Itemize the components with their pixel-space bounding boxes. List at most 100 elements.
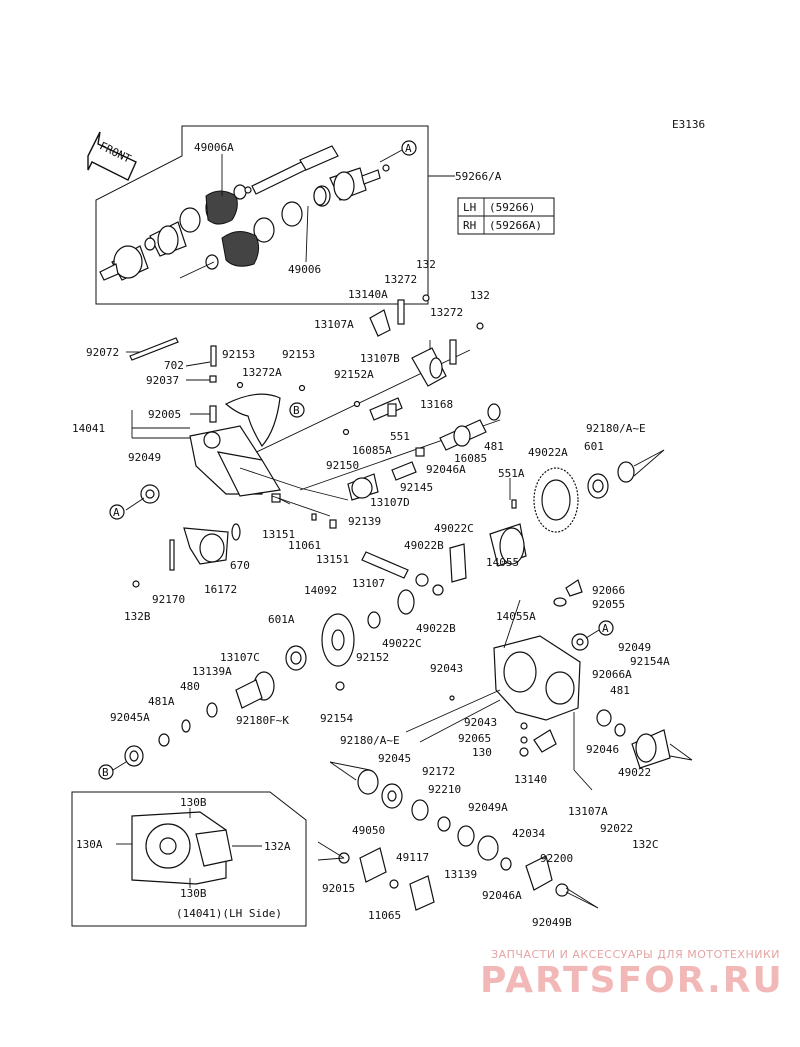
label-49022B-low: 49022B <box>416 622 456 635</box>
label-13272A: 13272A <box>242 366 282 379</box>
label-13139A: 13139A <box>192 665 232 678</box>
label-92045A: 92045A <box>110 711 150 724</box>
label-92055: 92055 <box>592 598 625 611</box>
label-13140A: 13140A <box>348 288 388 301</box>
label-16085: 16085 <box>454 452 487 465</box>
table-rh-side: RH <box>463 219 476 232</box>
label-481-right: 481 <box>610 684 630 697</box>
label-13107D: 13107D <box>370 496 410 509</box>
callout-b-sheet: B <box>289 402 305 418</box>
label-92180-AE-low: 92180/A~E <box>340 734 400 747</box>
label-132A: 132A <box>264 840 291 853</box>
label-13139: 13139 <box>444 868 477 881</box>
label-92046A-low: 92046A <box>482 889 522 902</box>
label-92172: 92172 <box>422 765 455 778</box>
label-14041: 14041 <box>72 422 105 435</box>
label-13168: 13168 <box>420 398 453 411</box>
side-table: LH (59266) RH (59266A) <box>457 197 555 235</box>
label-92037: 92037 <box>146 374 179 387</box>
label-14055: 14055 <box>486 556 519 569</box>
label-92152A: 92152A <box>334 368 374 381</box>
watermark-logo: PARTSFOR.RU <box>480 960 784 1001</box>
label-14055A: 14055A <box>496 610 536 623</box>
label-11061: 11061 <box>288 539 321 552</box>
callout-b-low: B <box>98 761 127 780</box>
label-49022: 49022 <box>618 766 651 779</box>
svg-text:B: B <box>102 766 109 779</box>
label-601A: 601A <box>268 613 295 626</box>
label-92046: 92046 <box>586 743 619 756</box>
label-49050: 49050 <box>352 824 385 837</box>
callout-a-top: A <box>379 140 417 163</box>
label-59266-a: 59266/A <box>455 170 502 183</box>
label-480: 480 <box>180 680 200 693</box>
label-132B: 132B <box>124 610 151 623</box>
label-670: 670 <box>230 559 250 572</box>
label-49022B-top: 49022B <box>404 539 444 552</box>
label-13272b: 13272 <box>430 306 463 319</box>
label-13272a: 13272 <box>384 273 417 286</box>
callout-a-right: A <box>585 620 614 639</box>
drive-shaft-box <box>95 125 455 305</box>
label-92152: 92152 <box>356 651 389 664</box>
svg-text:B: B <box>293 404 300 417</box>
label-92049A: 92049A <box>468 801 508 814</box>
label-92043-low: 92043 <box>464 716 497 729</box>
label-16172: 16172 <box>204 583 237 596</box>
label-13107B: 13107B <box>360 352 400 365</box>
label-92049B: 92049B <box>532 916 572 929</box>
table-lh-part: (59266) <box>489 201 535 214</box>
label-49022A: 49022A <box>528 446 568 459</box>
label-92154A: 92154A <box>630 655 670 668</box>
label-11065: 11065 <box>368 909 401 922</box>
label-13107A-low: 13107A <box>568 805 608 818</box>
label-92043-top: 92043 <box>430 662 463 675</box>
label-92170: 92170 <box>152 593 185 606</box>
label-132a: 132 <box>416 258 436 271</box>
label-13107A-top: 13107A <box>314 318 354 331</box>
svg-text:A: A <box>602 622 609 635</box>
label-130: 130 <box>472 746 492 759</box>
label-92066A: 92066A <box>592 668 632 681</box>
label-92045: 92045 <box>378 752 411 765</box>
label-16085A: 16085A <box>352 444 392 457</box>
label-551A: 551A <box>498 467 525 480</box>
label-92065: 92065 <box>458 732 491 745</box>
label-132C: 132C <box>632 838 659 851</box>
label-13151b: 13151 <box>316 553 349 566</box>
label-130B-low: 130B <box>180 887 207 900</box>
front-arrow-icon: FRONT <box>87 131 137 181</box>
label-92046A-mid: 92046A <box>426 463 466 476</box>
label-702: 702 <box>164 359 184 372</box>
label-14092: 14092 <box>304 584 337 597</box>
label-92154-left: 92154 <box>320 712 353 725</box>
label-92049-right: 92049 <box>618 641 651 654</box>
label-13140: 13140 <box>514 773 547 786</box>
label-551: 551 <box>390 430 410 443</box>
label-92153a: 92153 <box>222 348 255 361</box>
watermark-tagline: ЗАПЧАСТИ И АКСЕССУАРЫ ДЛЯ МОТОТЕХНИКИ <box>491 948 780 961</box>
label-92150: 92150 <box>326 459 359 472</box>
svg-text:A: A <box>405 142 412 155</box>
drive-shaft-parts <box>99 145 390 281</box>
label-130A: 130A <box>76 838 103 851</box>
label-92180-AE-top: 92180/A~E <box>586 422 646 435</box>
diagram-code: E3136 <box>672 118 705 131</box>
leader-lines <box>125 340 511 517</box>
label-92153b: 92153 <box>282 348 315 361</box>
label-49006: 49006 <box>288 263 321 276</box>
label-92066: 92066 <box>592 584 625 597</box>
label-92049-left: 92049 <box>128 451 161 464</box>
label-13107C: 13107C <box>220 651 260 664</box>
label-92022: 92022 <box>600 822 633 835</box>
label-13107: 13107 <box>352 577 385 590</box>
differential-parts <box>124 449 693 911</box>
label-601: 601 <box>584 440 604 453</box>
table-rh-part: (59266A) <box>489 219 542 232</box>
label-49117: 49117 <box>396 851 429 864</box>
label-130B-top: 130B <box>180 796 207 809</box>
label-49022C-low: 49022C <box>382 637 422 650</box>
table-lh-side: LH <box>463 201 476 214</box>
label-92005: 92005 <box>148 408 181 421</box>
label-92139: 92139 <box>348 515 381 528</box>
